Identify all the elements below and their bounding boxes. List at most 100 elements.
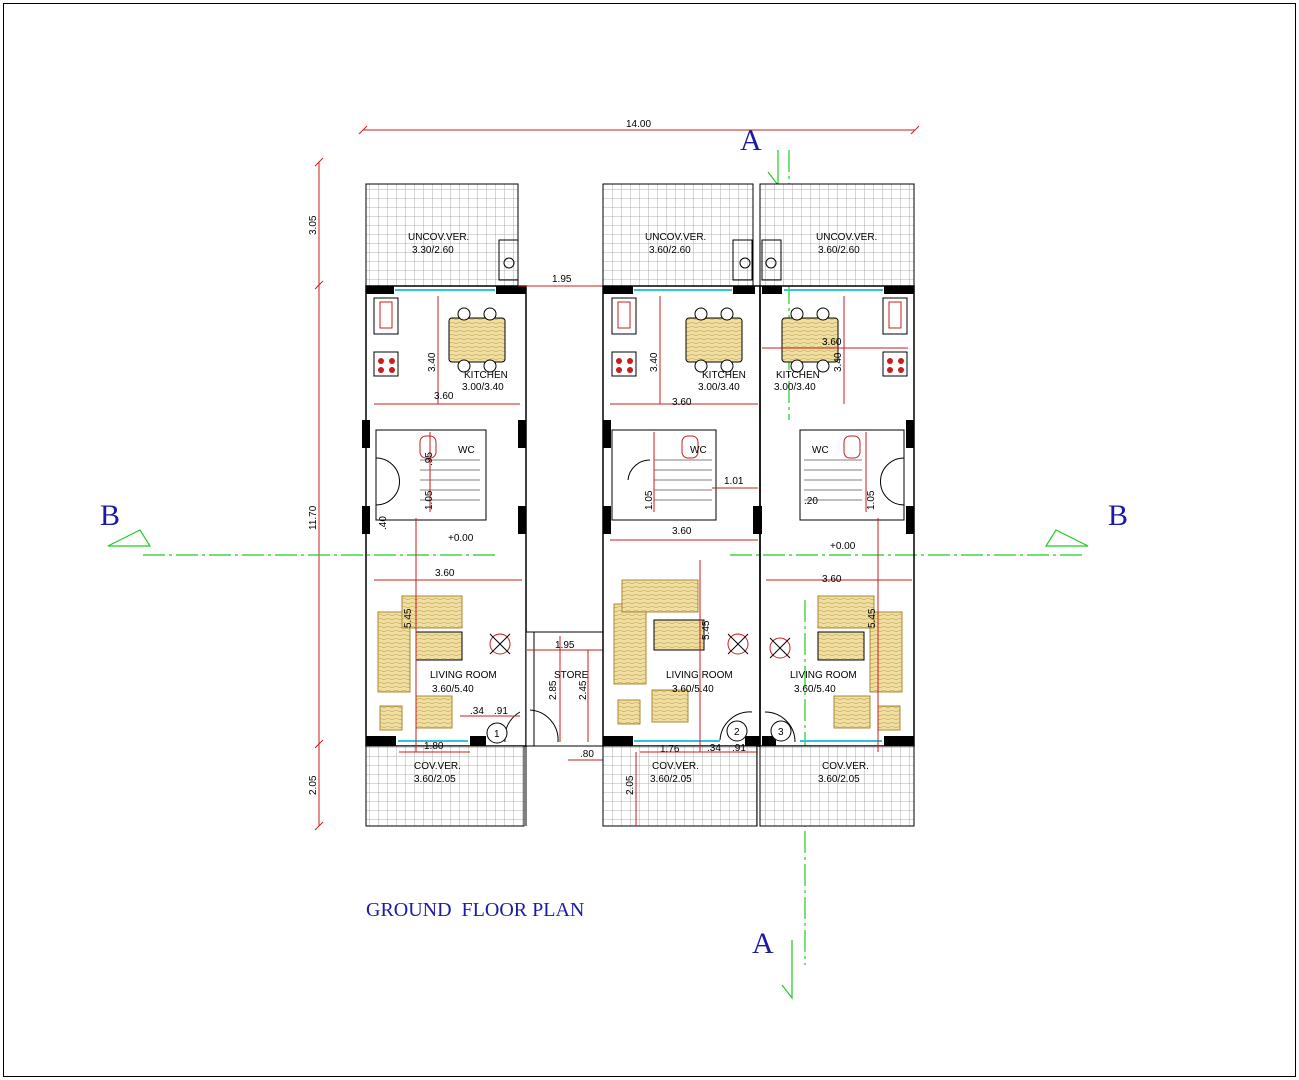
cov-size-3: 3.60/2.05	[818, 774, 860, 785]
dim-d5-2: .91	[732, 743, 746, 754]
living-h-1: 5.45	[403, 608, 414, 628]
dim-d1-2: 1.01	[724, 476, 744, 487]
unit-number-1: 1	[494, 729, 500, 740]
cov-veranda-2-tiles	[602, 745, 758, 827]
sofa-1b	[401, 595, 463, 629]
dining-table-2	[685, 317, 743, 363]
dim-d1-1: .95	[424, 452, 435, 466]
gap-dim: 1.95	[552, 274, 572, 285]
stair-w-2: 1.05	[644, 490, 655, 510]
section-a-bottom-label: A	[752, 927, 774, 960]
uncov-label-1: UNCOV.VER.	[408, 232, 469, 243]
sofa-3b	[817, 595, 875, 629]
unit-number-3: 3	[778, 727, 784, 738]
overall-dimensions	[314, 125, 920, 831]
stair-w-3: 1.05	[866, 490, 877, 510]
living-w-3: 3.60	[822, 574, 842, 585]
kitchen-label-1: KITCHEN	[464, 370, 508, 381]
coffee-table-1	[415, 631, 463, 661]
living-label-2: LIVING ROOM	[666, 670, 733, 681]
plan-title: GROUND FLOOR PLAN	[366, 899, 584, 921]
unit-2	[602, 183, 762, 827]
dining-table-1	[448, 317, 506, 363]
store-door: .80	[580, 749, 594, 760]
kitchen-label-2: KITCHEN	[702, 370, 746, 381]
wc-label-2: WC	[690, 445, 707, 456]
uncov-size-3: 3.60/2.60	[818, 245, 860, 256]
uncov-size-1: 3.30/2.60	[412, 245, 454, 256]
sofa-2b	[621, 579, 699, 613]
living-label-1: LIVING ROOM	[430, 670, 497, 681]
uncov-size-2: 3.60/2.60	[649, 245, 691, 256]
stair-w-1: 1.05	[424, 490, 435, 510]
overall-vert-bot-dim: 2.05	[308, 775, 319, 795]
overall-vert-top-dim: 3.05	[308, 215, 319, 235]
uncov-veranda-1-tiles	[365, 183, 519, 287]
drawing-frame	[3, 3, 1296, 1077]
dim-d4-1: .34	[470, 706, 484, 717]
living-size-3: 3.60/5.40	[794, 684, 836, 695]
uncov-label-3: UNCOV.VER.	[816, 232, 877, 243]
coffee-table-2	[653, 619, 705, 651]
overall-vert-mid-dim: 11.70	[308, 505, 319, 530]
store-w: 1.95	[555, 640, 575, 651]
dim-d4-2: .34	[707, 743, 721, 754]
dim-d3-1: 1.80	[424, 741, 444, 752]
kitchen-size-2: 3.00/3.40	[698, 382, 740, 393]
kitchen-w-3: 3.60	[822, 337, 842, 348]
living-h-3: 5.45	[867, 608, 878, 628]
cov-label-1: COV.VER.	[414, 761, 461, 772]
overall-width-dim: 14.00	[626, 119, 651, 130]
living-size-2: 3.60/5.40	[672, 684, 714, 695]
armchair-3	[833, 695, 871, 729]
dim-d6-2: 2.05	[625, 775, 636, 795]
cov-label-2: COV.VER.	[652, 761, 699, 772]
unit-3	[759, 183, 915, 827]
dim-d5-1: .91	[494, 706, 508, 717]
kitchen-h-2: 3.40	[649, 352, 660, 372]
wc-label-1: WC	[458, 445, 475, 456]
armchair-2	[651, 689, 689, 723]
uncov-veranda-2-tiles	[602, 183, 754, 287]
store-area	[518, 285, 604, 826]
level-3: +0.00	[830, 541, 856, 552]
armchair-1	[415, 695, 453, 729]
dim-d2-1: .40	[378, 516, 389, 530]
section-a-top-label: A	[740, 124, 762, 157]
dim-d2-3: .20	[804, 496, 818, 507]
kitchen-size-1: 3.00/3.40	[462, 382, 504, 393]
living-h-2: 5.45	[701, 620, 712, 640]
kitchen-h-3: 3.40	[833, 352, 844, 372]
cov-size-1: 3.60/2.05	[414, 774, 456, 785]
cov-label-3: COV.VER.	[822, 761, 869, 772]
section-b-left-label: B	[100, 499, 120, 532]
sofa-3a	[869, 611, 903, 693]
section-b-right-label: B	[1108, 499, 1128, 532]
wc-label-3: WC	[812, 445, 829, 456]
cov-veranda-1-tiles	[365, 745, 525, 827]
kitchen-label-3: KITCHEN	[776, 370, 820, 381]
unit-number-2: 2	[734, 727, 740, 738]
unit-1	[362, 183, 527, 827]
living-w-1: 3.60	[435, 568, 455, 579]
uncov-veranda-3-tiles	[759, 183, 915, 287]
section-lines	[107, 150, 1089, 1000]
kitchen-w-2: 3.60	[672, 397, 692, 408]
dim-d2-2: 3.60	[672, 526, 692, 537]
store-h1: 2.85	[548, 680, 559, 700]
living-size-1: 3.60/5.40	[432, 684, 474, 695]
uncov-label-2: UNCOV.VER.	[645, 232, 706, 243]
living-label-3: LIVING ROOM	[790, 670, 857, 681]
cov-veranda-3-tiles	[759, 745, 915, 827]
coffee-table-3	[817, 631, 865, 661]
store-h2: 2.45	[578, 680, 589, 700]
kitchen-h-1: 3.40	[427, 352, 438, 372]
kitchen-size-3: 3.00/3.40	[774, 382, 816, 393]
store-label: STORE	[554, 670, 589, 681]
dining-table-3	[781, 317, 839, 363]
dim-d3-2: 1.76	[660, 744, 680, 755]
cov-size-2: 3.60/2.05	[650, 774, 692, 785]
sofa-2a	[613, 603, 647, 685]
kitchen-w-1: 3.60	[434, 391, 454, 402]
